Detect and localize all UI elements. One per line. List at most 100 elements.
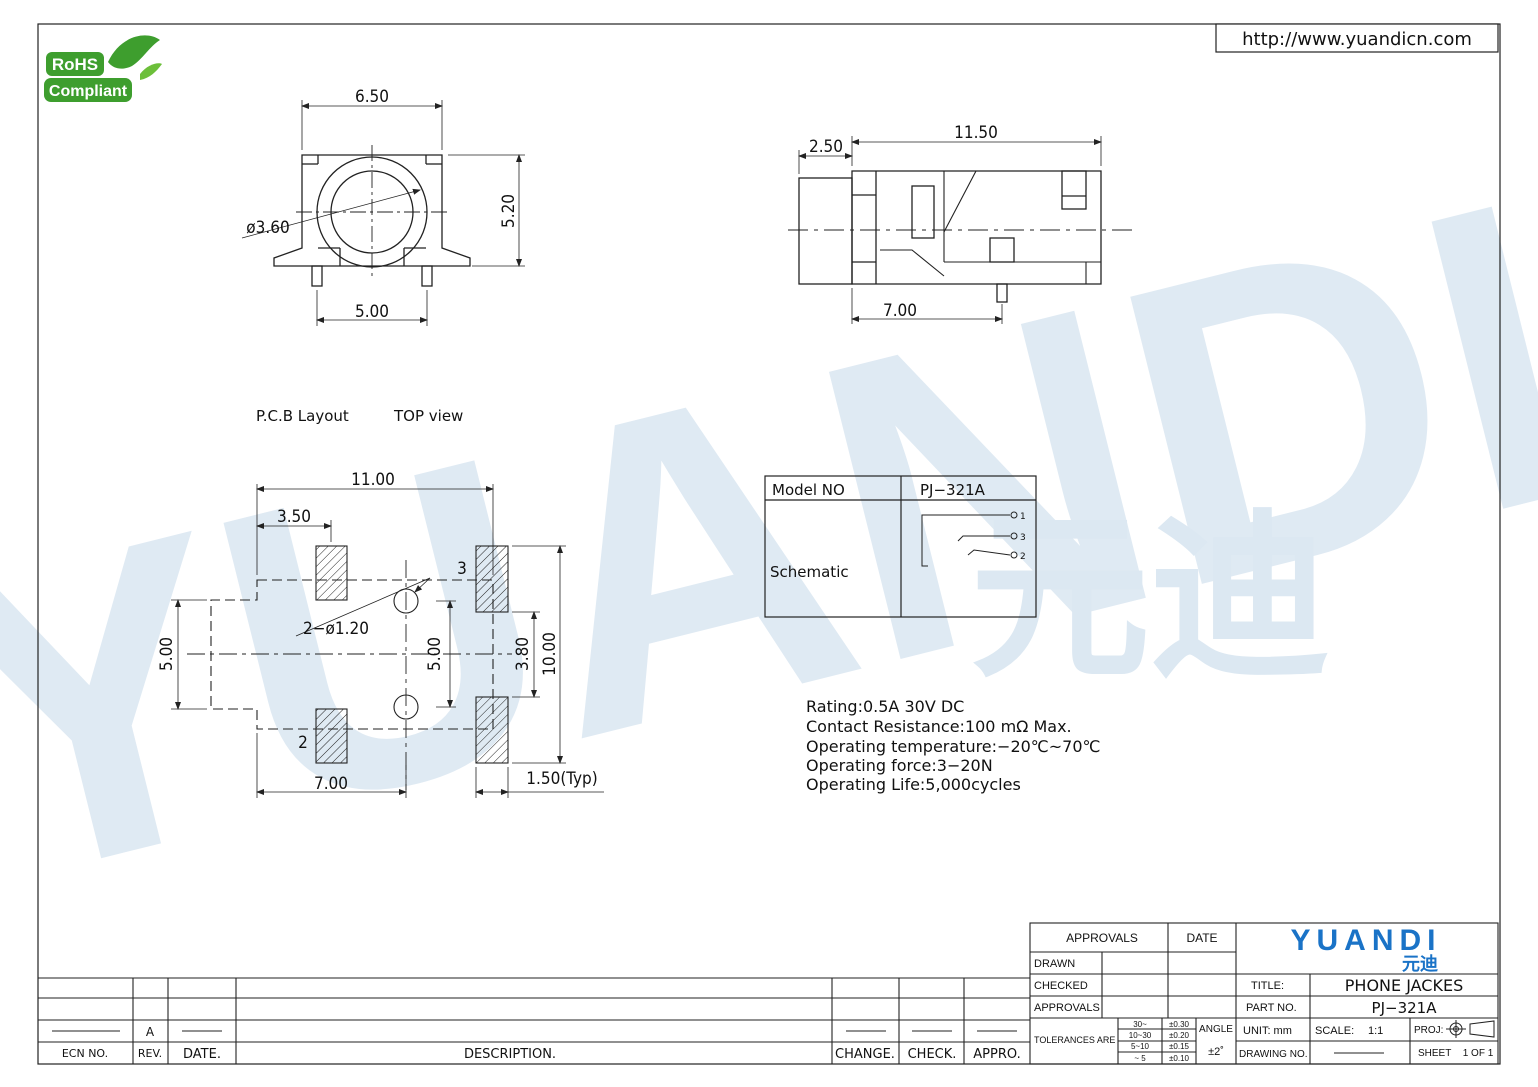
- rohs-badge-bottom: [44, 78, 132, 102]
- tb-proj: PROJ:: [1414, 1025, 1443, 1036]
- spec-rating: Rating:0.5A 30V DC: [806, 697, 964, 716]
- pcb-outline: [210, 579, 494, 730]
- tb-tol-r1a: 30~: [1133, 1020, 1147, 1029]
- front-pin-left: [311, 265, 323, 287]
- rev-value: A: [146, 1025, 155, 1039]
- tb-tol-r1b: ±0.30: [1169, 1020, 1190, 1029]
- dim-pcb-left-height: 5.00: [157, 637, 177, 671]
- side-contact-window: [911, 185, 935, 239]
- model-value: PJ−321A: [920, 481, 986, 499]
- dim-pcb-bottom: 7.00: [314, 774, 348, 794]
- side-spring-tab: [1061, 170, 1087, 210]
- col-description: DESCRIPTION.: [464, 1047, 556, 1062]
- pad-bottom-left: [315, 708, 348, 764]
- col-ecn-no: ECN NO.: [62, 1047, 108, 1060]
- pcb-title: P.C.B Layout: [256, 407, 349, 425]
- tb-sheet-value: 1 OF 1: [1463, 1048, 1494, 1059]
- pad-bottom-right: [475, 696, 509, 764]
- dim-front-diameter: ø3.60: [246, 218, 289, 238]
- tb-checked: CHECKED: [1034, 980, 1088, 992]
- revision-block: [38, 977, 1030, 1064]
- rohs-badge-top: [46, 52, 104, 76]
- schematic-symbol: [921, 511, 1018, 567]
- schematic-pin-3: 3: [1020, 533, 1026, 543]
- tb-scale-label: SCALE:: [1315, 1025, 1354, 1037]
- tb-drawn: DRAWN: [1034, 958, 1075, 970]
- side-nose: [798, 177, 853, 285]
- pad-top-left: [315, 545, 348, 601]
- side-body-outline: [851, 170, 1102, 285]
- rohs-line2: Compliant: [49, 83, 128, 100]
- tb-logo-cn: 元迪: [1402, 954, 1438, 975]
- front-view: [241, 100, 525, 326]
- tb-title-label: TITLE:: [1251, 980, 1284, 992]
- tb-tol-r4a: ~ 5: [1134, 1054, 1146, 1063]
- title-block: [1029, 922, 1499, 1065]
- dim-pcb-total-height: 10.00: [540, 632, 560, 676]
- leaf-small-icon: [140, 63, 162, 80]
- dim-pcb-first-pad: 3.50: [277, 507, 311, 527]
- pcb-layout: [171, 484, 604, 798]
- pcb-view: TOP view: [393, 407, 463, 425]
- tb-angle-label: ANGLE: [1199, 1024, 1233, 1035]
- tb-tol-r3a: 5~10: [1131, 1042, 1150, 1051]
- spec-resistance: Contact Resistance:100 mΩ Max.: [806, 717, 1072, 736]
- col-rev: REV.: [138, 1047, 162, 1060]
- front-bottom-tab: [318, 247, 426, 266]
- col-change: CHANGE.: [835, 1047, 895, 1062]
- dim-front-width: 6.50: [355, 87, 389, 107]
- dim-pcb-hole-spacing: 5.00: [425, 637, 445, 671]
- spec-force: Operating force:3−20N: [806, 756, 993, 775]
- col-check: CHECK.: [908, 1047, 957, 1062]
- front-body-outline: [273, 154, 471, 267]
- url-text: http://www.yuandicn.com: [1242, 29, 1472, 50]
- tb-part-value: PJ−321A: [1372, 999, 1438, 1017]
- info-table: [764, 475, 1037, 618]
- schematic-pin-1: 1: [1020, 512, 1026, 522]
- tb-angle-value: ±2˚: [1208, 1046, 1224, 1058]
- spec-list: Rating:0.5A 30V DC Contact Resistance:10…: [806, 697, 1101, 794]
- schematic-pin-2: 2: [1020, 552, 1026, 562]
- tb-part-label: PART NO.: [1246, 1002, 1297, 1014]
- hole-top: [393, 588, 419, 614]
- hole-bottom: [393, 694, 419, 720]
- col-appro: APPRO.: [973, 1047, 1020, 1062]
- dim-pcb-pad-gap: 3.80: [513, 637, 533, 671]
- url-box: [1215, 23, 1499, 53]
- front-pin-right: [421, 265, 433, 287]
- tb-drawing-no: DRAWING NO.: [1239, 1049, 1308, 1060]
- dim-front-height: 5.20: [499, 194, 519, 228]
- model-label: Model NO: [772, 481, 845, 499]
- pad-label-3: 3: [457, 559, 467, 579]
- side-pin-leg: [996, 283, 1008, 303]
- schematic-label: Schematic: [770, 563, 849, 581]
- side-pin: [989, 237, 1015, 263]
- tb-logo: YUANDI: [1290, 924, 1441, 957]
- tb-approvals-header: APPROVALS: [1066, 931, 1138, 945]
- sheet-border: [37, 23, 1501, 1065]
- tb-unit: UNIT: mm: [1243, 1025, 1292, 1037]
- tb-tol-r2a: 10~30: [1129, 1031, 1152, 1040]
- projection-symbol-icon: [1446, 1020, 1495, 1038]
- tb-tolerances-label: TOLERANCES ARE: [1034, 1035, 1115, 1045]
- leaf-icon: [108, 35, 160, 69]
- pad-top-right: [475, 545, 509, 613]
- tb-title-value: PHONE JACKES: [1345, 976, 1463, 995]
- rohs-line1: RoHS: [52, 55, 98, 74]
- tb-scale-value: 1:1: [1368, 1025, 1383, 1037]
- tb-tol-r4b: ±0.10: [1169, 1054, 1190, 1063]
- tb-sheet-label: SHEET: [1418, 1048, 1451, 1059]
- tb-date-header: DATE: [1186, 931, 1217, 945]
- side-view: [788, 136, 1134, 324]
- dim-side-length: 11.50: [954, 123, 998, 143]
- tb-approvals: APPROVALS: [1034, 1002, 1100, 1014]
- dim-pcb-total-length: 11.00: [351, 470, 395, 490]
- dim-side-pin-offset: 7.00: [883, 301, 917, 321]
- col-date: DATE.: [183, 1047, 221, 1062]
- dim-pcb-hole-dia: 2−ø1.20: [303, 619, 369, 639]
- dim-pcb-pad-width: 1.50(Typ): [526, 769, 597, 789]
- watermark-cn: 元迪: [970, 494, 1330, 703]
- spec-life: Operating Life:5,000cycles: [806, 775, 1021, 794]
- dim-front-pin-span: 5.00: [355, 302, 389, 322]
- tb-tol-r2b: ±0.20: [1169, 1031, 1190, 1040]
